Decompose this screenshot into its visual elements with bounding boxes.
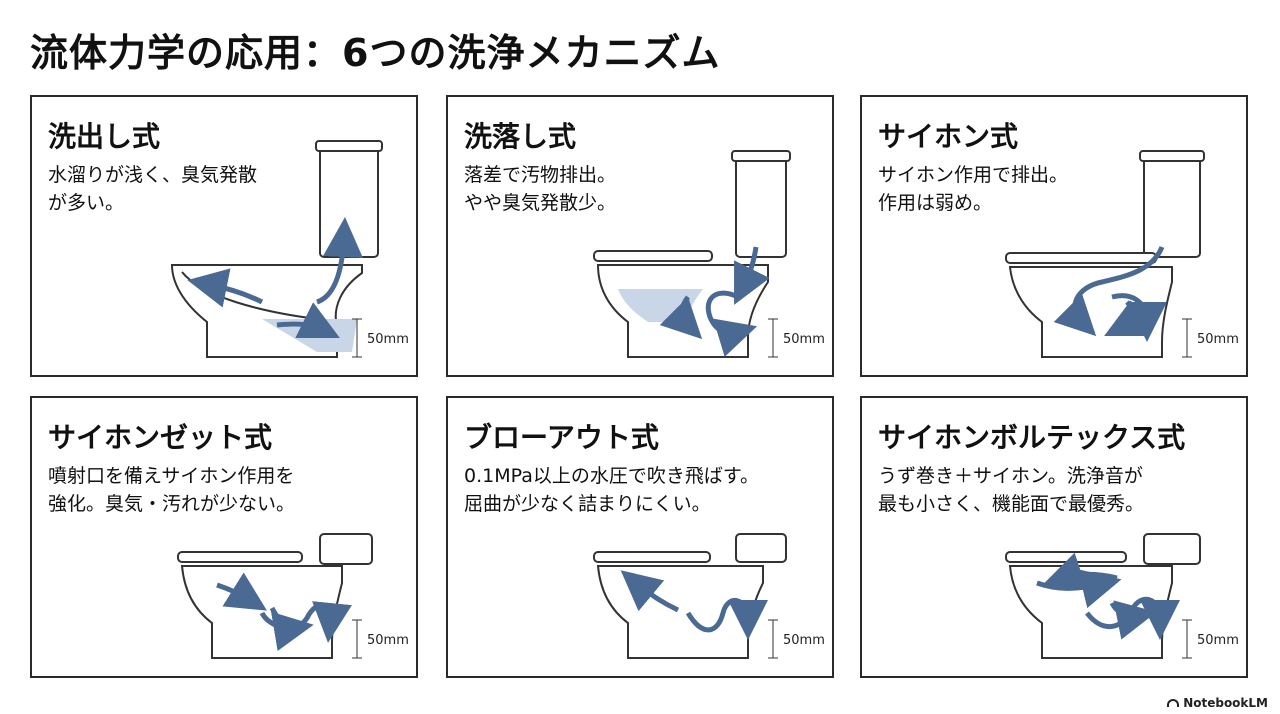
dimension-label: 50mm xyxy=(783,633,825,648)
dimension-label: 50mm xyxy=(367,633,409,648)
notebooklm-logo-icon xyxy=(1167,699,1179,707)
card-siphon-vortex: サイホンボルテックス式 うず巻き＋サイホン。洗浄音が 最も小さく、機能面で最優秀… xyxy=(860,396,1248,678)
tank xyxy=(736,534,786,562)
seat xyxy=(594,251,712,261)
dimension-label: 50mm xyxy=(783,332,825,347)
page-title: 流体力学の応用：6つの洗浄メカニズム xyxy=(30,22,720,77)
tank xyxy=(320,147,378,257)
card-washdown: 洗落し式 落差で汚物排出。 やや臭気発散少。 50mm xyxy=(446,95,834,377)
bowl xyxy=(598,566,763,658)
seat xyxy=(1006,552,1126,562)
toilet-diagram: 50mm xyxy=(32,97,418,377)
brand-label: NotebookLM xyxy=(1183,696,1268,710)
seat xyxy=(178,552,302,562)
toilet-diagram: 50mm xyxy=(448,97,834,377)
card-blowout: ブローアウト式 0.1MPa以上の水圧で吹き飛ばす。 屈曲が少なく詰まりにくい。… xyxy=(446,396,834,678)
seat xyxy=(1006,253,1156,263)
toilet-diagram: 50mm xyxy=(862,97,1248,377)
tank xyxy=(1144,157,1200,257)
dimension-label: 50mm xyxy=(1197,633,1239,648)
tank xyxy=(320,534,372,564)
toilet-diagram: 50mm xyxy=(32,398,418,678)
tank xyxy=(736,157,786,257)
tank xyxy=(1144,534,1200,564)
toilet-diagram: 50mm xyxy=(448,398,834,678)
brand-watermark: NotebookLM xyxy=(1167,696,1268,710)
seat xyxy=(594,552,710,562)
bowl xyxy=(182,566,342,658)
card-siphon: サイホン式 サイホン作用で排出。 作用は弱め。 50mm xyxy=(860,95,1248,377)
card-washout: 洗出し式 水溜りが浅く、臭気発散 が多い。 50mm xyxy=(30,95,418,377)
dimension-label: 50mm xyxy=(1197,332,1239,347)
toilet-diagram: 50mm xyxy=(862,398,1248,678)
card-siphon-jet: サイホンゼット式 噴射口を備えサイホン作用を 強化。臭気・汚れが少ない。 50m… xyxy=(30,396,418,678)
dimension-label: 50mm xyxy=(367,332,409,347)
bowl xyxy=(1010,566,1172,658)
